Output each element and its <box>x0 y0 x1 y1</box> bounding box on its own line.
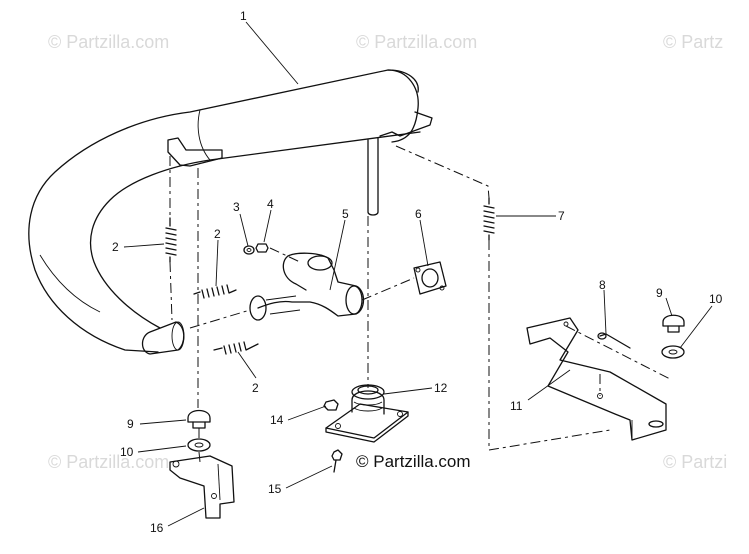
washer-left-part-10 <box>187 438 211 452</box>
callout-7: 7 <box>558 209 565 223</box>
callout-6: 6 <box>415 207 422 221</box>
muffler-hanger-bracket <box>167 137 223 167</box>
callout-14: 14 <box>270 413 284 427</box>
muffler-end-cap <box>387 69 419 143</box>
spring-vertical-left <box>165 217 177 263</box>
leader-lines <box>123 21 713 527</box>
muffler-tab <box>379 111 433 137</box>
callout-16: 16 <box>150 521 164 535</box>
callout-9-right: 9 <box>656 286 663 300</box>
callout-1: 1 <box>240 9 247 23</box>
muffler-inlet-opening <box>171 321 185 351</box>
callout-3: 3 <box>233 200 240 214</box>
mount-rubber-body <box>351 390 385 415</box>
callout-12: 12 <box>434 381 448 395</box>
muffler-inlet-collar <box>141 321 185 355</box>
spring-diagonal-upper <box>193 284 237 299</box>
muffler-assembly <box>28 69 433 355</box>
grommet-left-part-9 <box>187 409 211 429</box>
isolator-mount <box>323 384 409 473</box>
callout-9-left: 9 <box>127 417 134 431</box>
mount-base-plate <box>325 403 409 439</box>
watermark-top-right: © Partz <box>663 32 724 52</box>
callout-4: 4 <box>267 197 274 211</box>
callout-15: 15 <box>268 482 282 496</box>
callout-2-upper: 2 <box>214 227 221 241</box>
callout-10-right: 10 <box>709 292 723 306</box>
washer-part-3 <box>243 245 255 255</box>
assembly-center-lines <box>169 145 673 463</box>
manifold-port-upper <box>307 255 333 271</box>
mounting-bracket-left <box>169 455 235 519</box>
gasket-part-6 <box>413 261 447 295</box>
mounting-bracket-right <box>526 317 667 441</box>
muffler-stinger-pipe <box>367 137 379 216</box>
callout-2-lower: 2 <box>252 381 259 395</box>
watermark-bottom-left: © Partzilla.com <box>48 452 170 472</box>
manifold-port-right <box>345 285 363 315</box>
watermark-bottom-center: © Partzilla.com <box>356 452 471 471</box>
spring-vertical-right <box>483 197 495 241</box>
exhaust-manifold <box>249 252 365 321</box>
washer-part-3-hole <box>246 248 252 252</box>
spring-diagonal-lower <box>213 341 259 355</box>
watermark-top-center: © Partzilla.com <box>356 32 478 52</box>
watermark-top-left: © Partzilla.com <box>48 32 170 52</box>
stud-part-15 <box>331 449 343 461</box>
grommet-right-part-9 <box>662 314 685 333</box>
watermark-bottom-right: © Partzi <box>663 452 728 472</box>
callout-2-left: 2 <box>112 240 119 254</box>
callout-8: 8 <box>599 278 606 292</box>
nut-part-4 <box>255 243 269 253</box>
manifold-outlet <box>249 295 267 321</box>
callout-11: 11 <box>510 399 523 413</box>
nut-part-14 <box>323 399 339 411</box>
muffler-body-seam <box>197 109 211 161</box>
callout-5: 5 <box>342 207 349 221</box>
bracket-slot <box>648 420 664 428</box>
washer-right-part-10 <box>661 345 685 359</box>
muffler-shade-line <box>39 254 101 313</box>
callout-10-left: 10 <box>120 445 134 459</box>
muffler-inner-contour <box>89 131 421 329</box>
